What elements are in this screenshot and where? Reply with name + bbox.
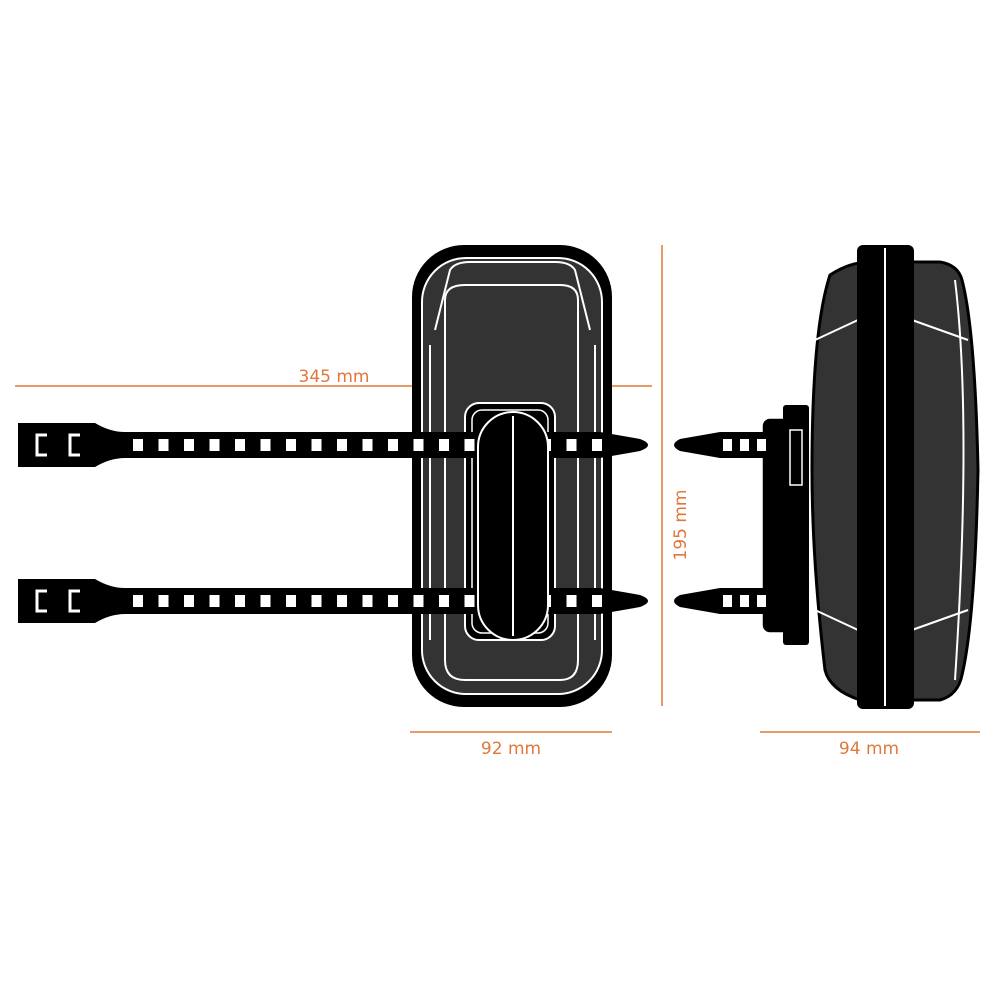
strap-hole bbox=[260, 439, 271, 451]
strap-hole bbox=[439, 595, 449, 607]
strap-hole bbox=[337, 439, 347, 451]
strap-hole bbox=[413, 595, 424, 607]
strap-hole bbox=[362, 439, 373, 451]
strap-hole bbox=[311, 439, 322, 451]
strap-hole bbox=[337, 595, 347, 607]
strap-hole bbox=[286, 439, 296, 451]
side-view bbox=[761, 245, 980, 709]
strap-hole bbox=[757, 439, 766, 451]
length-label: 345 mm bbox=[299, 367, 370, 387]
straps bbox=[18, 423, 780, 623]
dimension-lines bbox=[15, 245, 980, 733]
mount-pad bbox=[477, 411, 549, 641]
strap-hole bbox=[413, 439, 424, 451]
strap-hole bbox=[439, 439, 449, 451]
strap-hole bbox=[184, 595, 194, 607]
strap-hole bbox=[723, 595, 732, 607]
strap-hole bbox=[723, 439, 732, 451]
strap-hole bbox=[464, 595, 475, 607]
strap-hole bbox=[566, 595, 577, 607]
strap-hole bbox=[464, 439, 475, 451]
strap-hole bbox=[286, 595, 296, 607]
strap-hole bbox=[740, 439, 749, 451]
strap-hole bbox=[184, 439, 194, 451]
strap-hole bbox=[158, 595, 169, 607]
strap-hole bbox=[158, 439, 169, 451]
strap-hole bbox=[133, 439, 143, 451]
strap-hole bbox=[388, 439, 398, 451]
buckle-slot bbox=[68, 433, 80, 457]
strap-hole bbox=[592, 439, 602, 451]
front-width-label: 92 mm bbox=[481, 739, 541, 759]
strap-hole bbox=[740, 595, 749, 607]
strap-hole bbox=[566, 439, 577, 451]
strap-hole bbox=[133, 595, 143, 607]
strap-hole bbox=[388, 595, 398, 607]
strap-hole bbox=[311, 595, 322, 607]
buckle-slot bbox=[35, 589, 47, 613]
side-depth-label: 94 mm bbox=[839, 739, 899, 759]
strap-hole bbox=[260, 595, 271, 607]
buckle-slot bbox=[68, 589, 80, 613]
strap-hole bbox=[362, 595, 373, 607]
strap-hole bbox=[235, 595, 245, 607]
strap-hole bbox=[209, 439, 220, 451]
strap-hole bbox=[757, 595, 766, 607]
buckle-slot bbox=[35, 433, 47, 457]
strap-hole bbox=[235, 439, 245, 451]
strap-hole bbox=[592, 595, 602, 607]
strap-hole bbox=[209, 595, 220, 607]
height-label: 195 mm bbox=[671, 490, 691, 561]
